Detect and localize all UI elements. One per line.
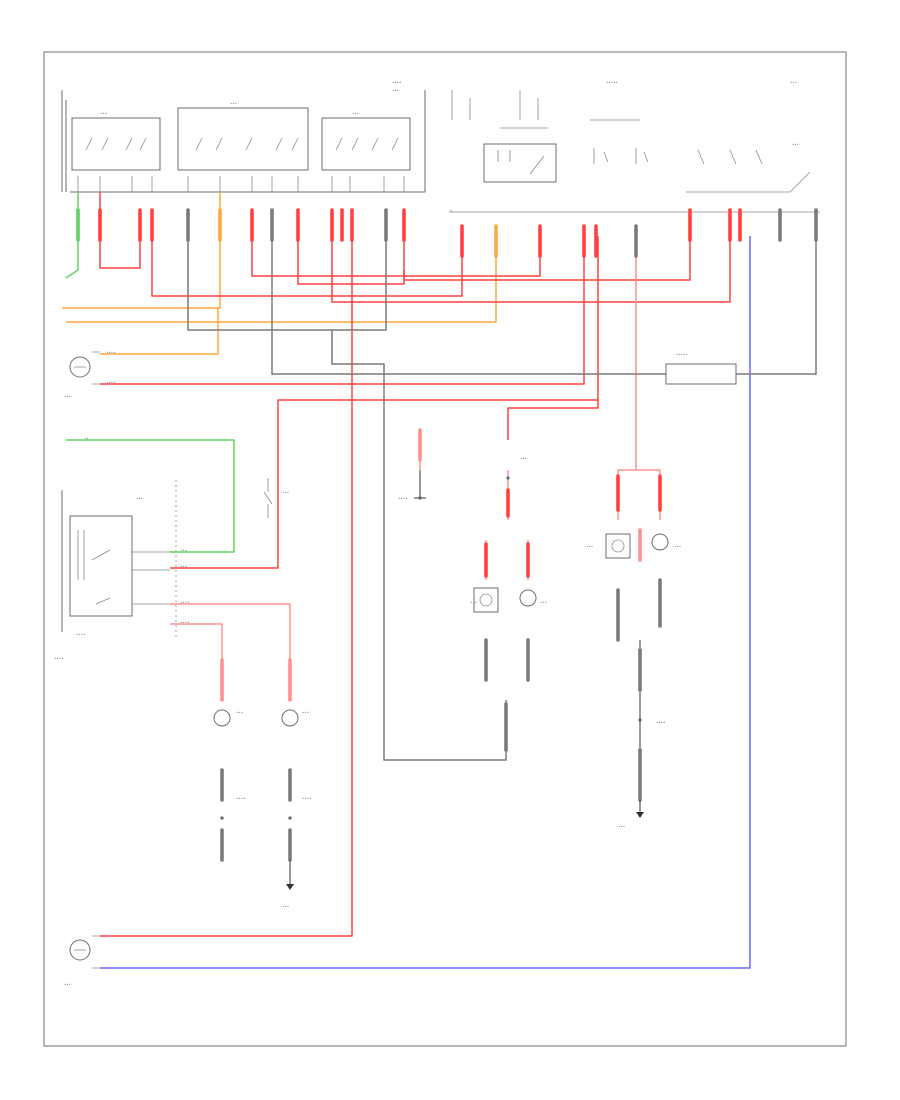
wires-pink	[170, 236, 661, 690]
wire-blue	[100, 236, 751, 969]
combination-switch: •••• •••	[61, 480, 177, 640]
svg-text:•••: •••	[64, 394, 71, 399]
svg-text:••••: ••••	[180, 620, 189, 625]
svg-text:•••: •••	[282, 490, 289, 495]
svg-text:•••••: •••••	[676, 352, 688, 357]
wire-gray-4	[331, 330, 507, 761]
svg-text:•••: •••	[520, 456, 527, 461]
svg-text:••: ••	[84, 436, 89, 441]
svg-text:•••: •••	[236, 710, 243, 715]
svg-text:•••: •••	[470, 600, 477, 605]
marker-lamp-right	[651, 533, 669, 551]
wire-pink-1	[617, 236, 637, 520]
svg-text:••••: ••••	[398, 496, 407, 501]
marker-lamp-left	[605, 533, 631, 559]
wire-red-1	[99, 192, 141, 269]
svg-text:•••: •••	[302, 710, 309, 715]
wire-red-2	[151, 236, 463, 297]
wire-red-10	[100, 236, 353, 937]
wire-pink-6	[170, 603, 291, 690]
svg-text:•••: •••	[230, 101, 237, 106]
svg-text:•••: •••	[674, 544, 681, 549]
ground-symbols	[286, 490, 644, 890]
svg-text:•••: •••	[392, 88, 399, 93]
svg-text:••••: ••••	[106, 350, 115, 355]
svg-text:••••: ••••	[392, 80, 401, 85]
ground-right	[636, 800, 644, 818]
svg-text:••••: ••••	[656, 720, 665, 725]
fog-lamp-right	[519, 589, 537, 607]
wire-red-7	[100, 236, 585, 385]
relay-2	[177, 107, 309, 171]
svg-text:•••: •••	[136, 496, 143, 501]
wire-red-4	[297, 236, 405, 285]
wires-gray	[187, 236, 817, 800]
svg-text:••••: ••••	[302, 796, 311, 801]
turn-lamp-right	[281, 709, 299, 727]
wire-green-2	[66, 439, 235, 553]
ground-bottom	[286, 860, 294, 890]
tiny-labels: •••• •••• •• ••• ••• •••• •••• ••• ••• •…	[54, 350, 681, 909]
svg-text:•••••: •••••	[606, 80, 618, 85]
svg-text:••••: ••••	[76, 632, 85, 637]
daytime-running-light-relay: •••••	[665, 352, 737, 385]
wire-orange-2	[66, 236, 497, 323]
svg-text:•••: •••	[282, 904, 289, 909]
svg-text:•••: •••	[540, 600, 547, 605]
wire-orange-3	[100, 308, 219, 355]
svg-text:•••: •••	[180, 548, 187, 553]
wire-gray-3	[736, 236, 817, 375]
left-headlight-lamp: •••	[64, 935, 100, 987]
switch-module: ••••• ••• •••	[449, 80, 820, 213]
relay-1	[71, 117, 161, 171]
wire-red-6	[331, 236, 731, 303]
svg-text:•••: •••	[586, 544, 593, 549]
dimmer-switch: •••	[263, 478, 289, 518]
wire-pink-2	[636, 469, 661, 520]
wire-red-5	[403, 236, 691, 281]
svg-text:••••: ••••	[54, 656, 63, 661]
svg-text:••••: ••••	[180, 600, 189, 605]
wire-pink-7	[170, 623, 223, 690]
svg-text:•••: •••	[180, 564, 187, 569]
svg-text:••••: ••••	[106, 380, 115, 385]
relay-3	[321, 117, 411, 171]
turn-lamp-left	[213, 709, 231, 727]
wires-red	[99, 192, 731, 937]
splice-points	[220, 476, 642, 820]
svg-text:•••: •••	[792, 142, 799, 147]
wire-gray-1	[187, 236, 387, 331]
svg-text:•••: •••	[64, 982, 71, 987]
fuse-relay-block: ••• ••• ••• •••• •••	[61, 80, 426, 193]
wires-green	[65, 192, 235, 553]
wire-red-8	[170, 236, 599, 569]
svg-text:•••: •••	[100, 111, 107, 116]
svg-text:•••: •••	[790, 80, 797, 85]
fog-lamp-left	[473, 587, 499, 613]
wire-red-9	[507, 400, 599, 440]
wire-gray-2	[271, 236, 666, 375]
svg-text:•••: •••	[618, 824, 625, 829]
connector-marks	[76, 208, 818, 862]
svg-text:••••: ••••	[236, 796, 245, 801]
svg-text:•••: •••	[352, 111, 359, 116]
diagram-frame	[43, 51, 847, 1047]
right-headlight-lamp: •••	[64, 351, 100, 399]
ground-center	[414, 490, 426, 499]
